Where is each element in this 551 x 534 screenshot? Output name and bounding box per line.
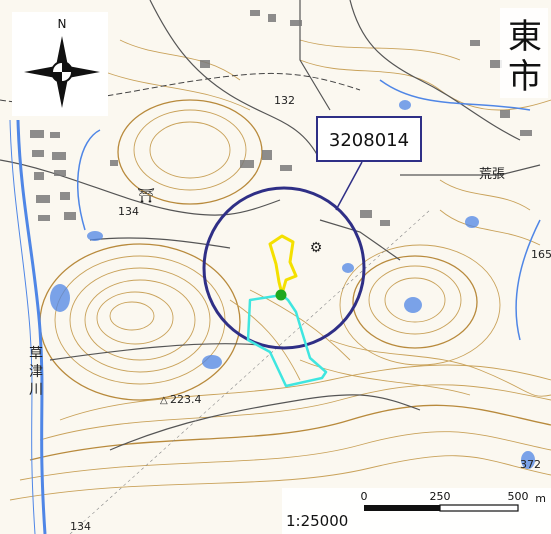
scale-bar-segment-2 [439,504,519,512]
spot-height-134: 134 [118,205,139,218]
spot-height-372: 372 [520,458,541,471]
contour-lines [9,39,551,501]
place-name-arabari: 荒張 [479,167,505,182]
water-features [9,79,541,534]
compass-icon [24,36,100,108]
spot-heights: 132 134 223.4 △ 372 165 134 [70,94,551,533]
cyan-track [246,293,328,388]
boundary-line [69,209,431,534]
yellow-track [268,234,298,296]
callout-leader [335,161,363,211]
river-name-char-2: 津 [29,364,43,380]
scale-tick-500: 500 [508,490,529,503]
spot-height-132: 132 [274,94,295,107]
spot-height-223: 223.4 [170,393,202,406]
city-name-char-1: 東 [508,17,542,57]
scale-bar-segment-1 [364,505,440,511]
buildings [30,10,532,226]
callout-id: 3208014 [329,130,409,151]
scale-tick-250: 250 [430,490,451,503]
city-name-char-2: 市 [508,57,542,97]
city-name: 東 市 [500,8,548,98]
river-name-char-1: 草 [29,346,43,362]
spot-height-134b: 134 [70,520,91,533]
factory-icon: ⚙ [310,240,323,256]
scale-unit: m [535,492,546,505]
survey-circle [202,186,366,350]
triangulation-point-icon: △ [160,395,168,406]
river-name: 草 津 川 [29,346,43,398]
scale-tick-0: 0 [361,490,368,503]
callout-box: 3208014 [316,116,422,162]
shrine-icon: ⛩ [137,188,155,204]
river-name-char-3: 川 [29,382,43,398]
north-label: N [58,17,67,31]
scale-bar: 0 250 500 m 1:25000 [282,488,551,534]
north-arrow: N [12,12,108,116]
scale-ratio: 1:25000 [286,512,348,530]
contour-label-165: 165 [531,248,551,261]
survey-point [275,289,287,301]
